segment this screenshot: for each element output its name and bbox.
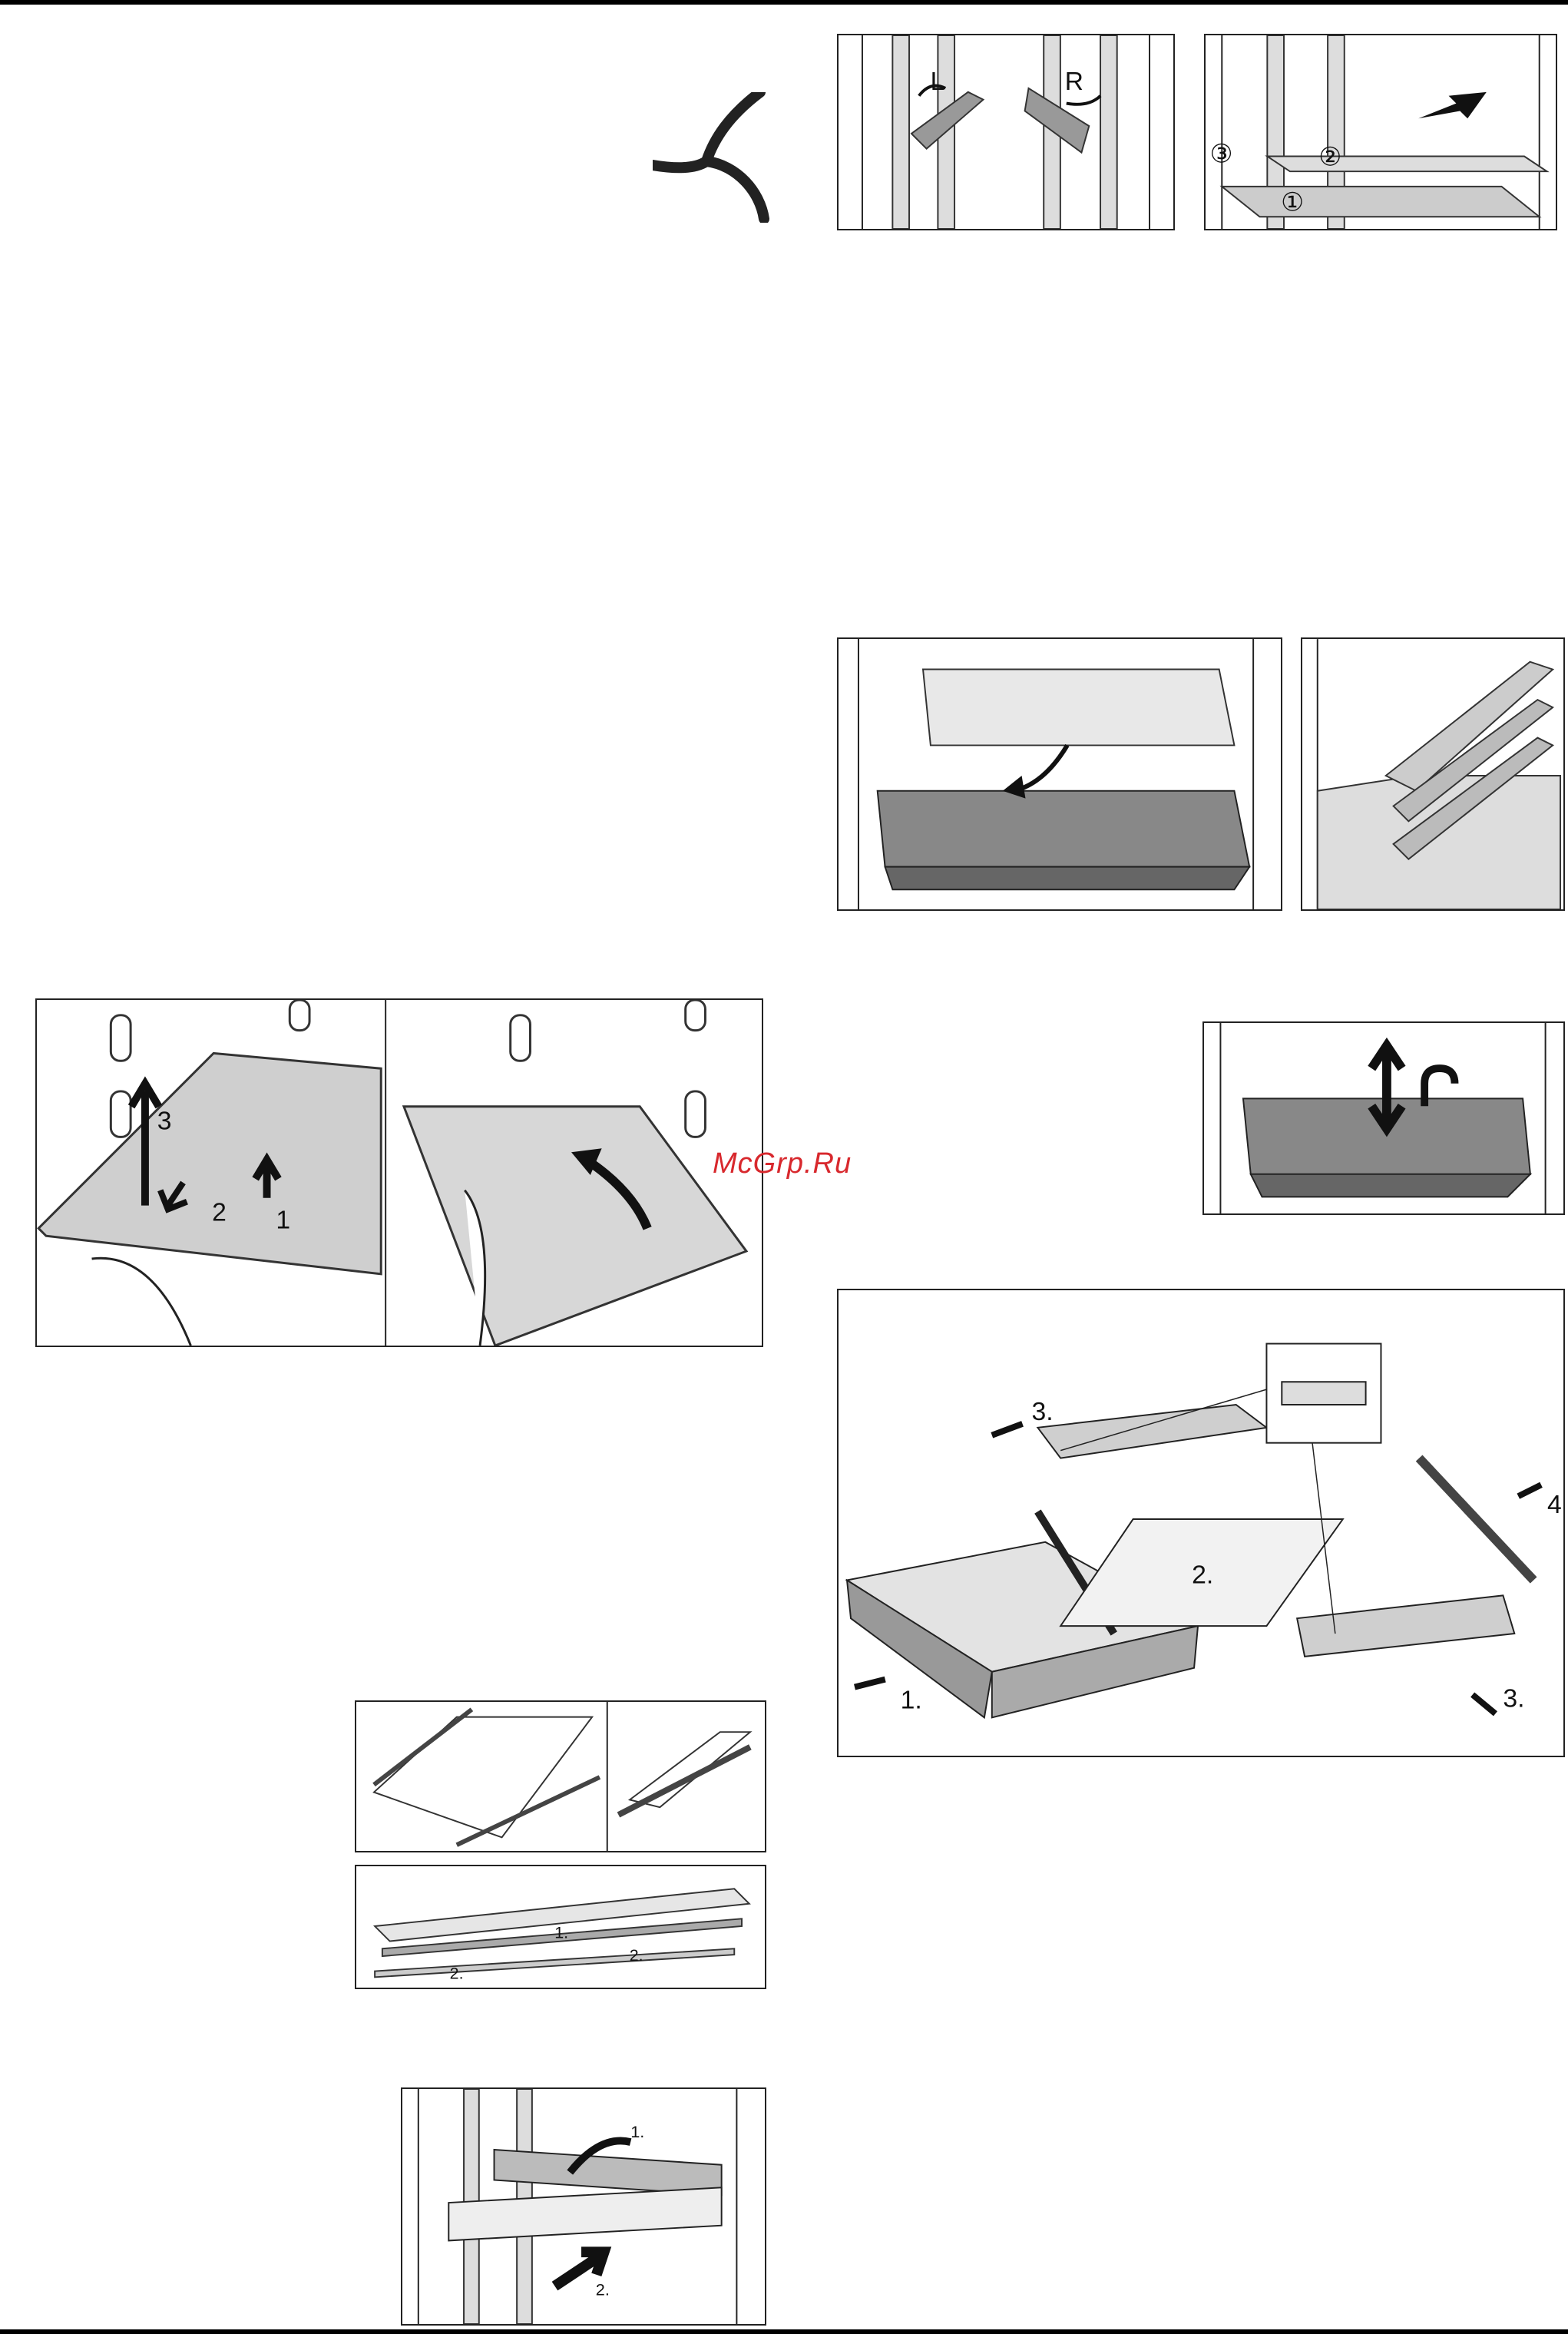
label-s3: 3 (157, 1107, 172, 1136)
figure-rail-parts: 1. 2. 2. (355, 1865, 766, 1989)
label-n2: ② (1318, 143, 1341, 171)
label-step2: 2. (1192, 1560, 1213, 1589)
figure-bottle-rack: 1. 2. (401, 2087, 766, 2326)
label-s1: 1 (276, 1205, 290, 1234)
label-rail-s2: 2. (450, 1964, 464, 1982)
label-rack-s1: 1. (630, 2122, 644, 2141)
bottom-rule (0, 2329, 1568, 2334)
figure-drawer-disassembly: 1. 2. 3. 3. 4. (837, 1289, 1565, 1757)
logo-swirl-icon (653, 92, 776, 223)
label-n1: ① (1281, 188, 1304, 217)
label-rack-s2: 2. (596, 2279, 610, 2299)
figure-hinge-lr: L R (837, 34, 1175, 230)
label-step3a: 3. (1031, 1397, 1053, 1426)
figure-rail-detail (1301, 637, 1565, 911)
label-s2: 2 (212, 1197, 227, 1227)
label-r: R (1065, 68, 1083, 96)
figure-shelf-parts: ② ① ③ (1204, 34, 1557, 230)
label-step1: 1. (901, 1685, 922, 1714)
label-l: L (931, 68, 945, 96)
label-step4: 4. (1547, 1490, 1563, 1519)
top-rule (0, 0, 1568, 5)
label-rail-s3: 2. (630, 1946, 643, 1965)
figure-drawer-pull (837, 637, 1282, 911)
watermark: McGrp.Ru (713, 1147, 852, 1180)
label-step3b: 3. (1503, 1683, 1524, 1713)
figure-tray-lift (1202, 1021, 1565, 1215)
label-n3: ③ (1210, 140, 1233, 168)
label-rail-s1: 1. (554, 1924, 568, 1942)
figure-glass-shelf: 3 2 1 (35, 998, 763, 1347)
figure-glass-rails (355, 1700, 766, 1852)
